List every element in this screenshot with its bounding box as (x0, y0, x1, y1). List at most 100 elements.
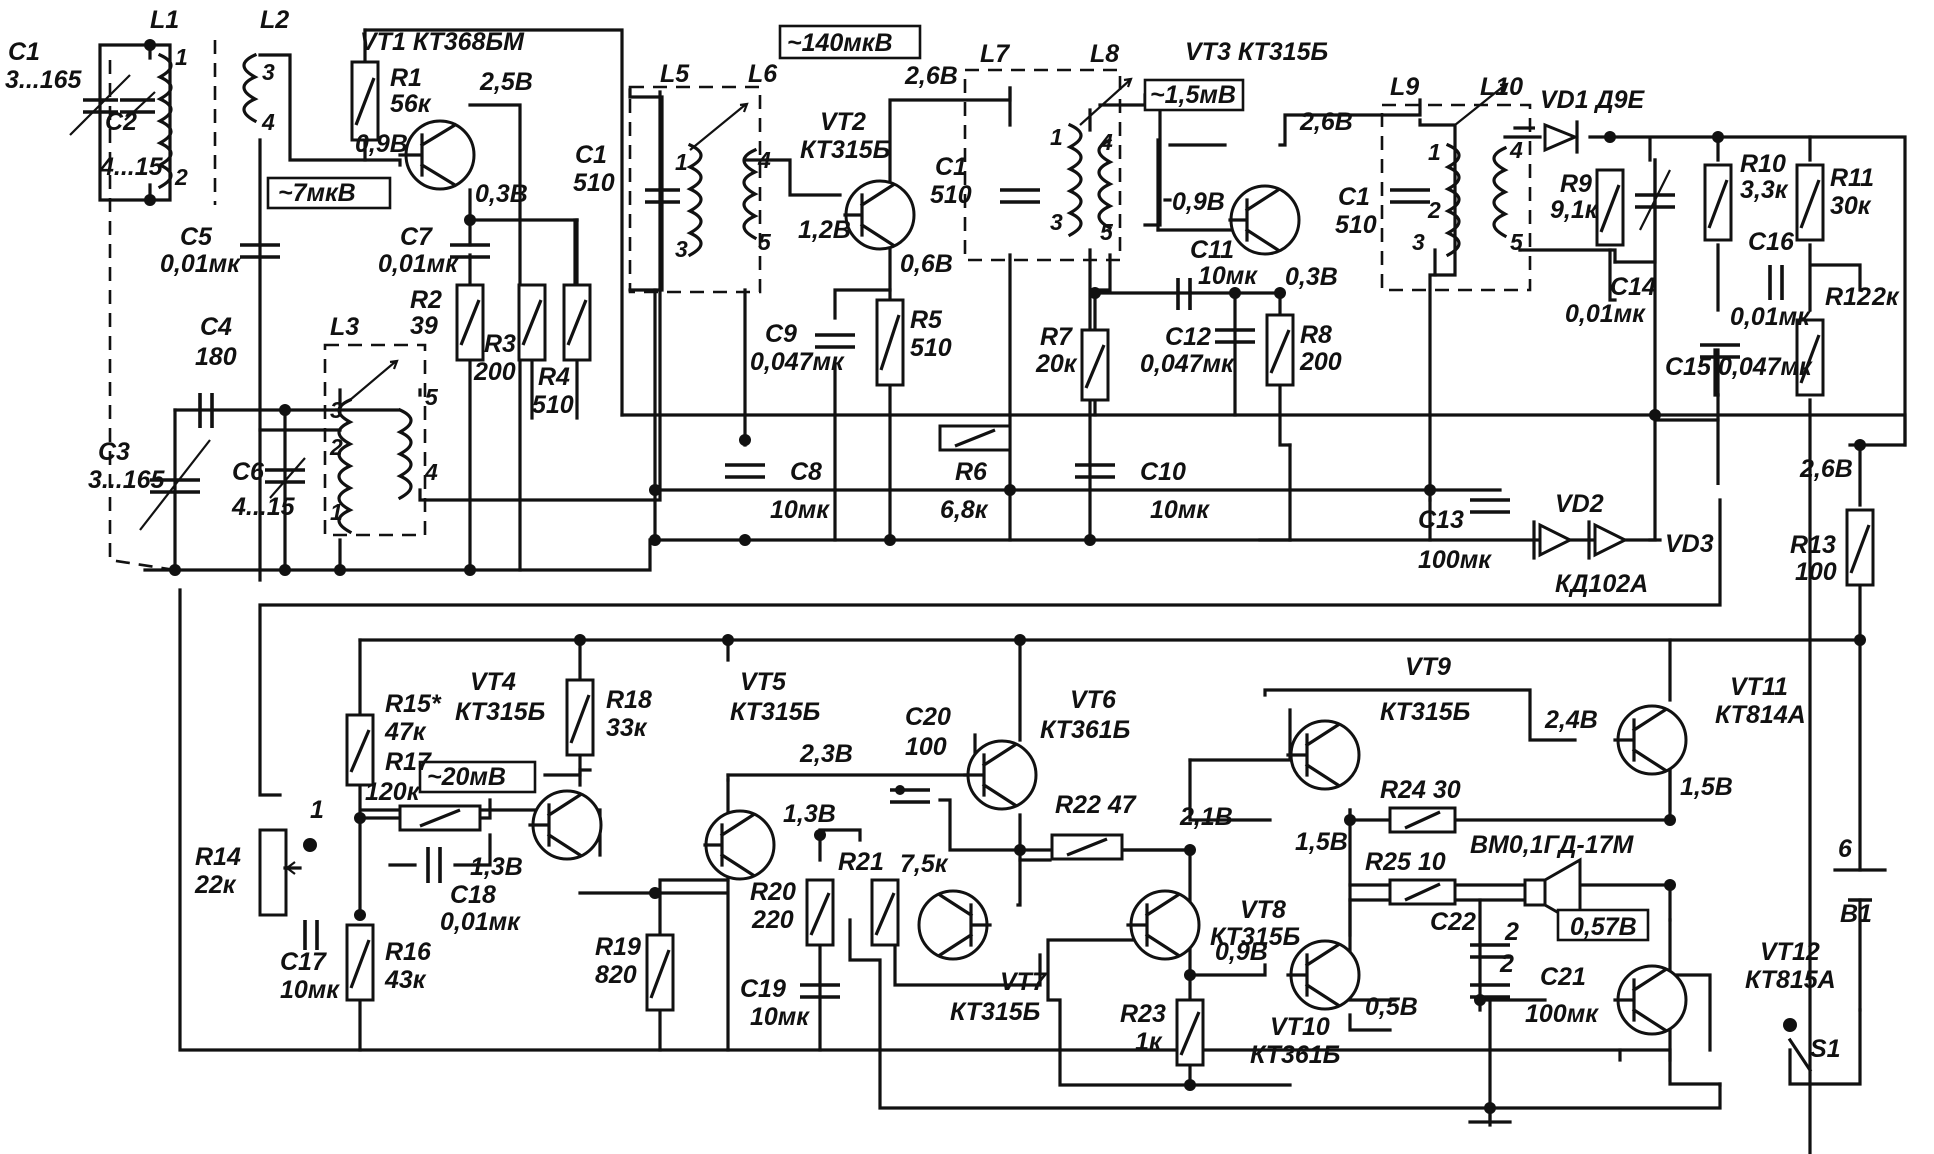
l9-pin-3: 3 (1412, 229, 1425, 255)
vt9-type: КТ315Б (1380, 698, 1470, 726)
r9-value: 9,1к (1550, 196, 1599, 224)
l6-pin-5: 5 (758, 229, 772, 255)
c1-variable-capacitor (69, 74, 131, 136)
c22-capacitor (1470, 943, 1510, 959)
c22-ref: C22 (1430, 908, 1476, 936)
transistors (398, 119, 1688, 1036)
l1-coil (156, 52, 173, 190)
l8-pin-4: 4 (1099, 129, 1113, 155)
wires (98, 28, 1907, 1154)
l2-coil (242, 52, 259, 124)
c1-510-capacitor-l7 (1000, 188, 1040, 204)
kd102a-label: КД102А (1555, 570, 1648, 598)
r13-ref: R13 (1790, 531, 1836, 559)
c1-510-value-l5: 510 (573, 169, 615, 197)
l1-label: L1 (150, 6, 179, 34)
c10-value: 10мк (1150, 496, 1210, 524)
vt6-ref: VT6 (1070, 686, 1117, 714)
labels: VT1 КТ368БМ VT2 КТ315Б VT3 КТ315Б VT4 КТ… (5, 6, 1900, 1069)
r18-ref: R18 (606, 686, 652, 714)
r7-value: 20к (1035, 350, 1078, 378)
vt8-ref: VT8 (1240, 896, 1286, 924)
l2-label: L2 (260, 6, 289, 34)
c8-ref: C8 (790, 458, 822, 486)
r11-resistor (1795, 163, 1825, 242)
r21-resistor (870, 878, 900, 947)
c6-trim-capacitor (265, 457, 306, 499)
l3-pin-5: 5 (425, 384, 439, 410)
voltage-vt10: 0,5В (1365, 993, 1418, 1021)
c22-pin-2: 2 (1499, 950, 1514, 978)
l7-pin-3: 3 (1050, 209, 1063, 235)
l10-label: L10 (1480, 73, 1523, 101)
r23-resistor (1175, 998, 1205, 1067)
r18-resistor (565, 678, 595, 757)
r20-value: 220 (751, 906, 794, 934)
c19-value: 10мк (750, 1003, 810, 1031)
c13-capacitor (1470, 498, 1510, 514)
r8-value: 200 (1299, 348, 1342, 376)
l1-pin-2: 2 (174, 164, 188, 190)
vt2-ref: VT2 (820, 108, 866, 136)
shield-frames (108, 40, 1532, 572)
c2-trim-capacitor (120, 91, 156, 121)
c7-ref: C7 (400, 223, 433, 251)
c7-capacitor (450, 243, 490, 259)
r14-ref: R14 (195, 843, 241, 871)
voltage-vt5-e: 1,3В (783, 800, 836, 828)
c20-ref: C20 (905, 703, 951, 731)
c2-ref: C2 (105, 108, 137, 136)
vt11-transistor (1613, 704, 1688, 776)
r13-resistor (1845, 508, 1875, 587)
l10-pin-4: 4 (1509, 137, 1523, 163)
l5-label: L5 (660, 60, 690, 88)
vt5-transistor (703, 809, 776, 881)
voltage-vt2-b: 1,2В (798, 216, 851, 244)
vt8-type: КТ315Б (1210, 923, 1300, 951)
c18-value: 0,01мк (440, 908, 521, 936)
vd1-diode (1543, 120, 1579, 154)
r4-resistor (562, 283, 592, 362)
vt9-transistor (1286, 719, 1361, 791)
r7-ref: R7 (1040, 323, 1073, 351)
r17-value: 120к (365, 778, 421, 806)
r10-ref: R10 (1740, 150, 1786, 178)
r17-resistor (398, 804, 482, 832)
voltage-vt6: 2,1В (1179, 803, 1233, 831)
r12-value: 2к (1871, 283, 1900, 311)
vt3-transistor (1228, 184, 1301, 256)
voltage-vt2-c: 2,6В (904, 62, 958, 90)
l3-coil-primary (337, 397, 354, 535)
voltage-out: 0,57В (1570, 913, 1637, 941)
l9-coil (1444, 142, 1461, 258)
r25-label: R25 10 (1365, 848, 1446, 876)
vt2-type: КТ315Б (800, 136, 890, 164)
switch-s1 (1783, 1018, 1813, 1073)
r3-ref: R3 (484, 330, 516, 358)
r23-ref: R23 (1120, 1000, 1166, 1028)
c15-capacitor (1700, 343, 1740, 359)
l8-label: L8 (1090, 40, 1119, 68)
vt7-transistor (917, 889, 992, 961)
vt10-type: КТ361Б (1250, 1041, 1340, 1069)
c1-510-capacitor-l5 (645, 188, 680, 204)
l8-pin-5: 5 (1100, 219, 1114, 245)
vt11-type: КТ814А (1715, 701, 1806, 729)
r11-value: 30к (1830, 192, 1872, 220)
c8-capacitor (725, 463, 765, 479)
r14-value: 22к (194, 871, 237, 899)
r16-resistor (345, 923, 375, 1002)
c15-ref: C15 (1665, 353, 1712, 381)
r8-ref: R8 (1300, 321, 1332, 349)
l9-l10-shield-box (1380, 103, 1532, 292)
battery (1833, 868, 1887, 902)
voltage-vt3-e: 0,3В (1285, 263, 1338, 291)
vt2-transistor (843, 179, 916, 251)
l7-coil (1066, 122, 1083, 238)
c1-510-ref-l5: C1 (575, 141, 607, 169)
r25-resistor (1388, 878, 1457, 906)
l8-coil (1097, 137, 1114, 231)
coils (156, 52, 1509, 535)
c9-capacitor (815, 333, 855, 349)
